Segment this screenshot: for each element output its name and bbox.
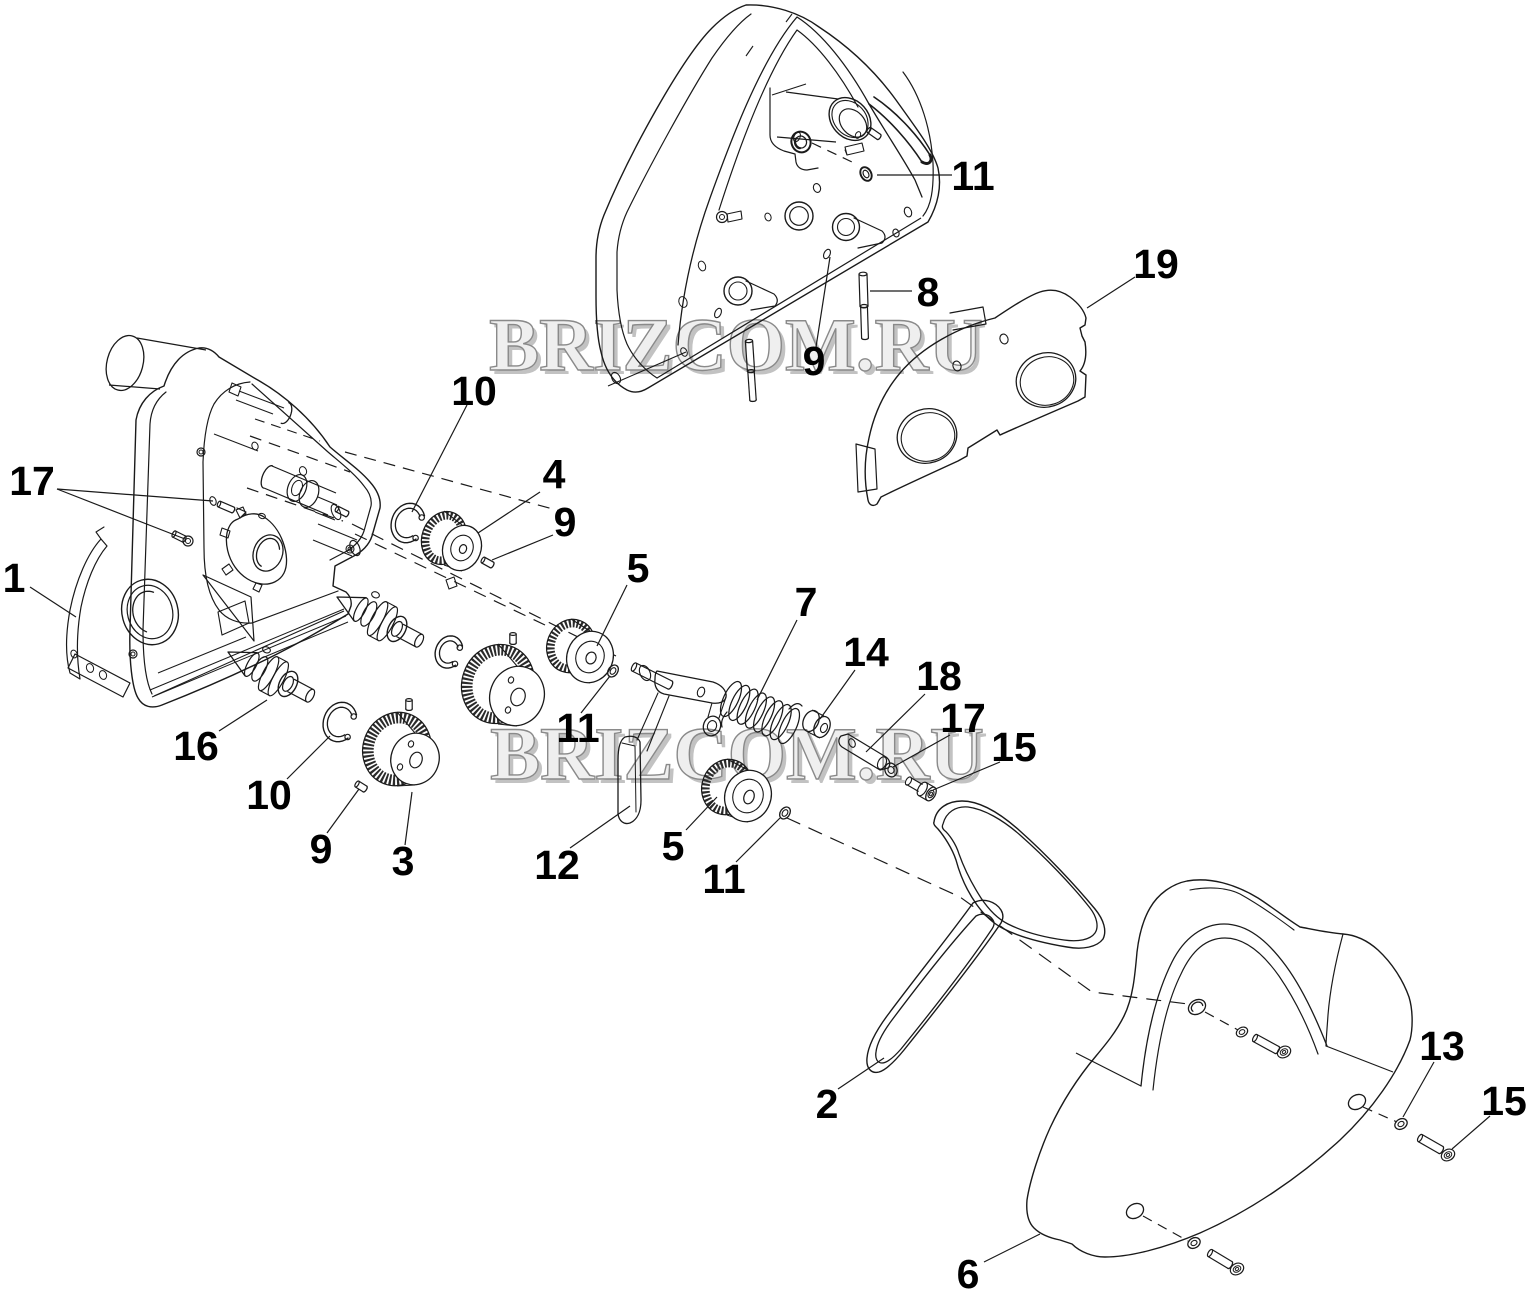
- svg-text:7: 7: [795, 579, 818, 625]
- svg-text:6: 6: [957, 1251, 980, 1297]
- svg-text:15: 15: [1481, 1078, 1527, 1124]
- svg-text:5: 5: [627, 545, 650, 591]
- svg-text:12: 12: [534, 842, 580, 888]
- svg-text:18: 18: [916, 653, 962, 699]
- svg-text:BRIZCOM.RU: BRIZCOM.RU: [490, 713, 984, 796]
- svg-text:13: 13: [1419, 1023, 1465, 1069]
- svg-text:17: 17: [940, 695, 986, 741]
- svg-text:2: 2: [816, 1081, 839, 1127]
- svg-text:15: 15: [991, 724, 1037, 770]
- svg-text:3: 3: [392, 838, 415, 884]
- svg-text:BRIZCOM.RU: BRIZCOM.RU: [489, 304, 983, 387]
- svg-text:9: 9: [803, 338, 826, 384]
- svg-text:9: 9: [310, 826, 333, 872]
- svg-text:11: 11: [556, 705, 599, 751]
- svg-text:4: 4: [543, 451, 566, 497]
- svg-text:5: 5: [662, 823, 685, 869]
- svg-text:16: 16: [173, 723, 219, 769]
- svg-text:9: 9: [554, 499, 577, 545]
- svg-text:14: 14: [843, 629, 889, 675]
- svg-text:BRIZCOM.RU: BRIZCOM.RU: [493, 308, 987, 391]
- svg-text:11: 11: [951, 153, 994, 199]
- svg-text:1: 1: [3, 555, 26, 601]
- svg-text:10: 10: [246, 772, 292, 818]
- svg-text:10: 10: [451, 368, 497, 414]
- svg-text:11: 11: [702, 856, 745, 902]
- svg-text:17: 17: [9, 458, 55, 504]
- svg-text:19: 19: [1133, 241, 1179, 287]
- svg-text:8: 8: [917, 269, 940, 315]
